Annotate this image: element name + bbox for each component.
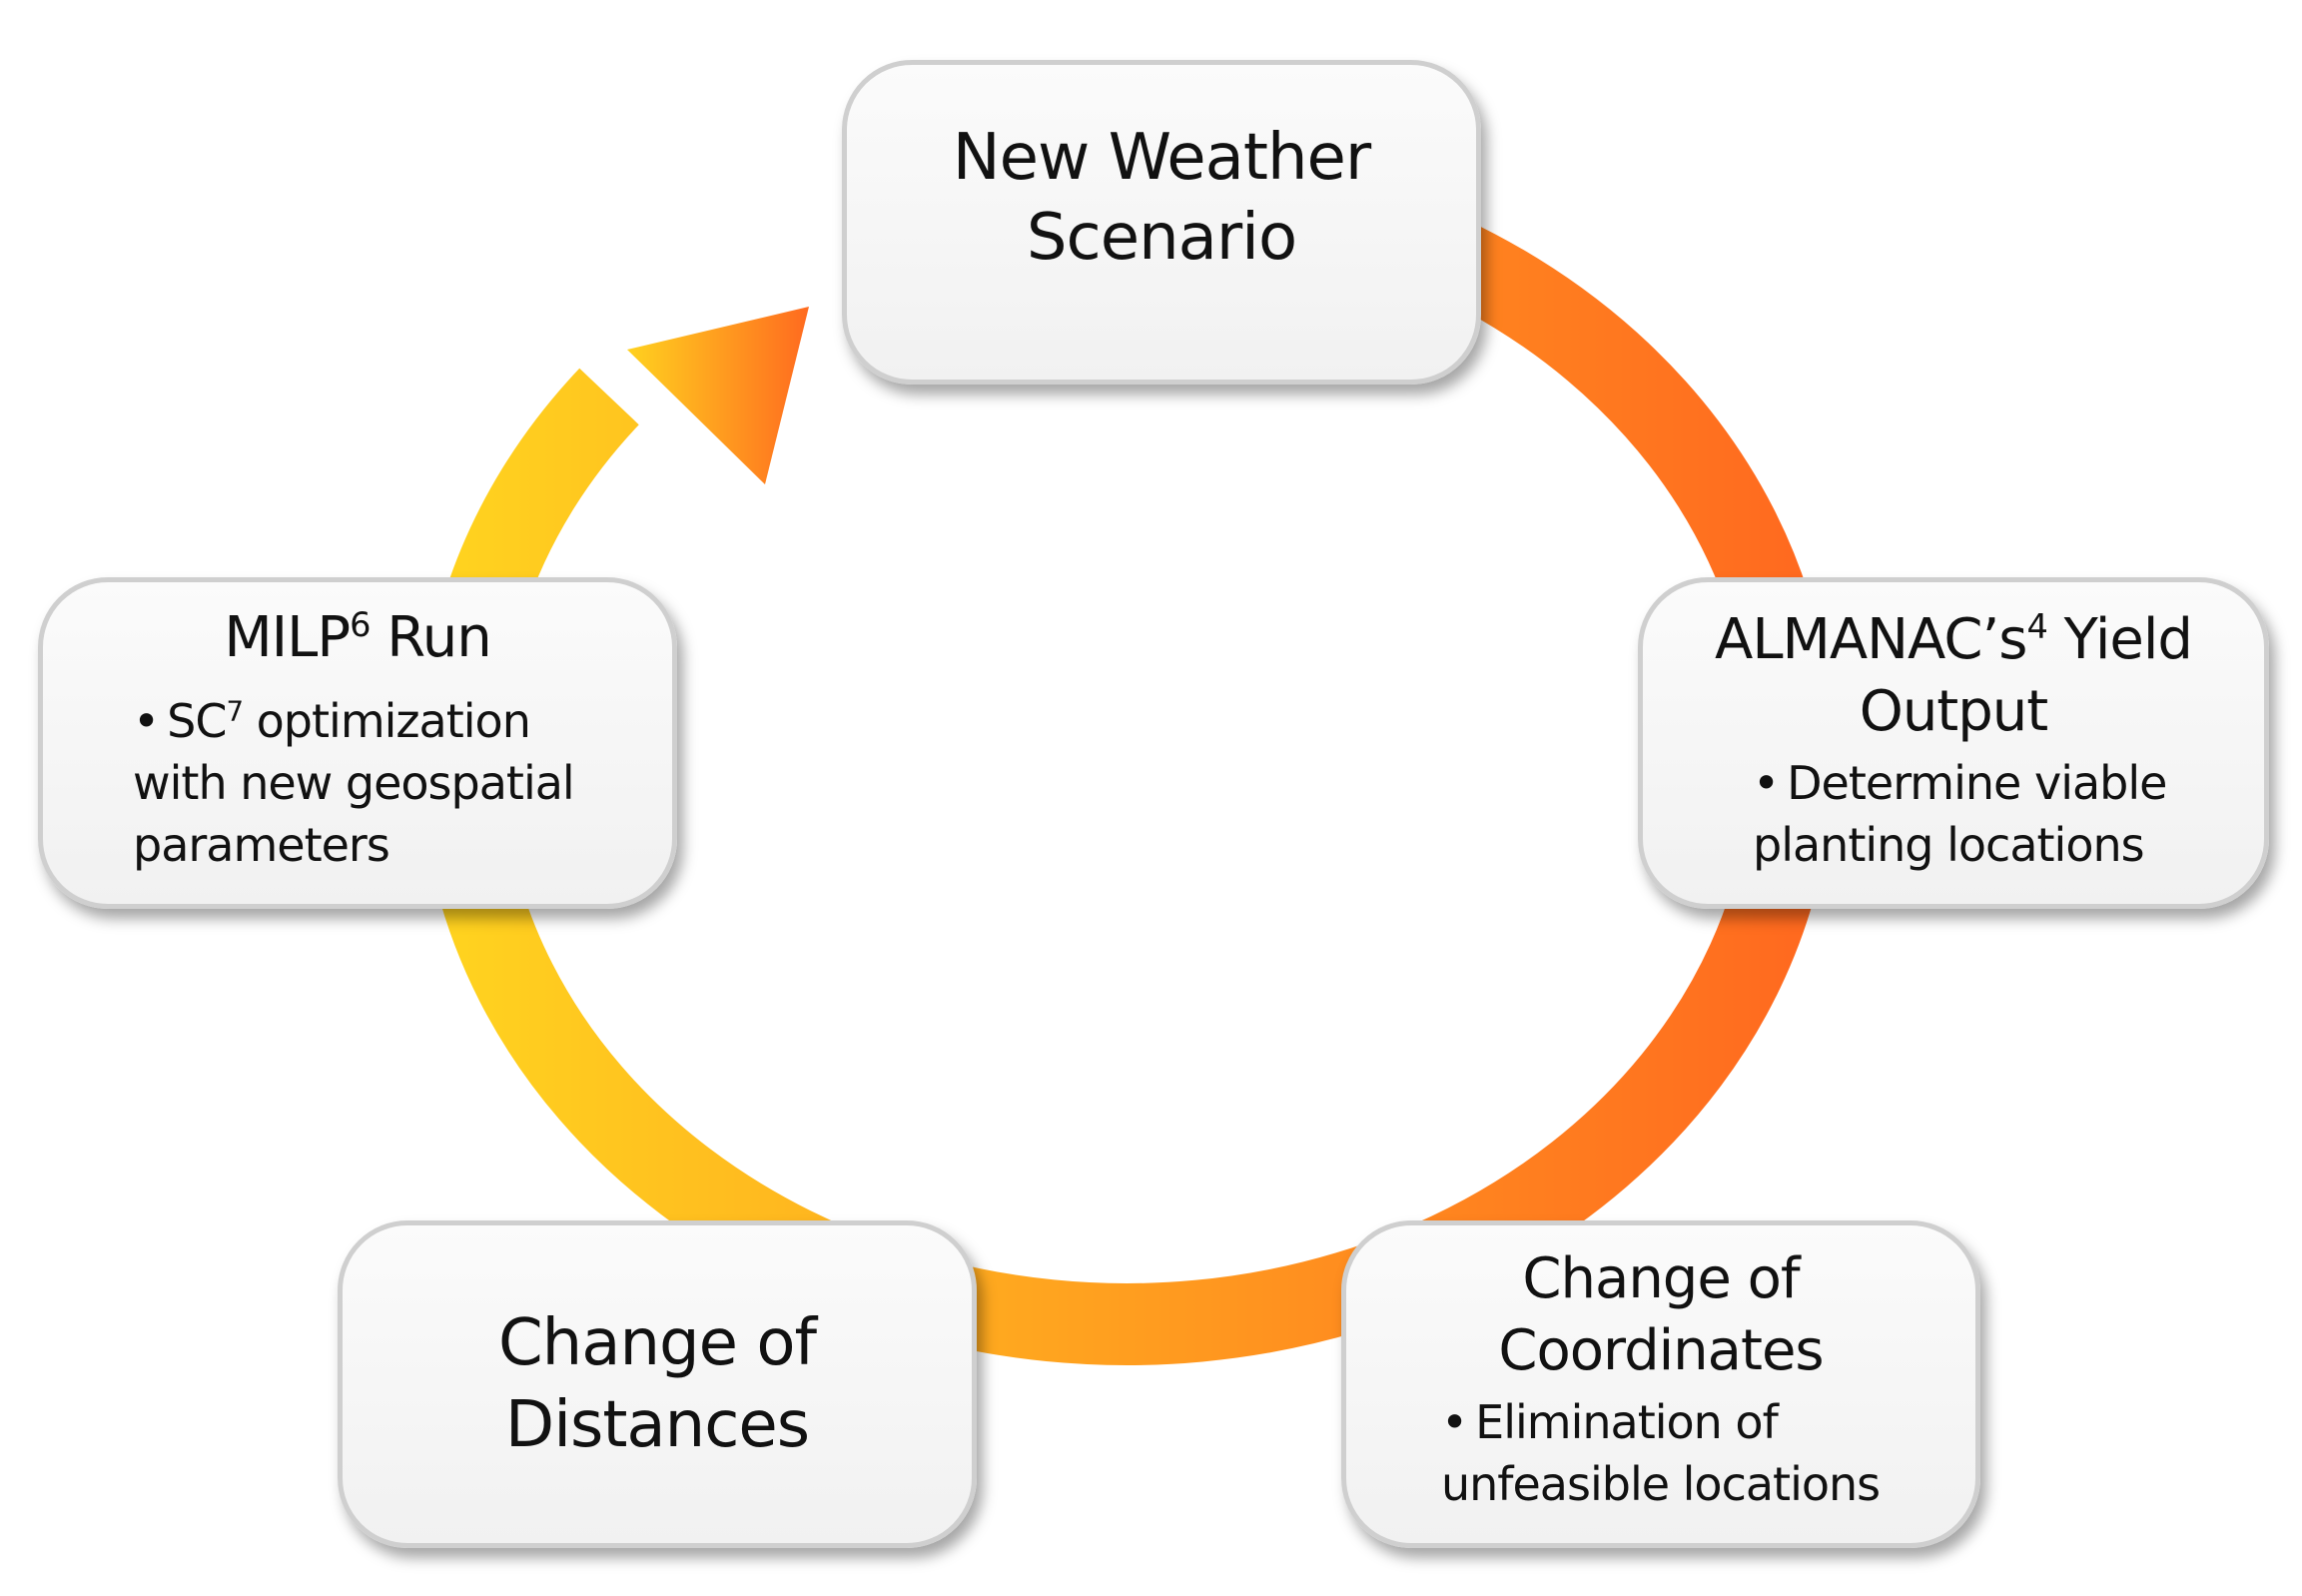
node-title: MILP6 Run (43, 602, 672, 674)
bullet-dot: • (1753, 756, 1780, 810)
node-bullet: •SC7 optimization with new geospatial pa… (133, 690, 652, 876)
bullet-text: Elimination of (1475, 1395, 1779, 1449)
cycle-arrowhead (627, 307, 809, 484)
footnote-marker: 4 (2026, 606, 2047, 646)
title-line: Change of (497, 1306, 817, 1380)
node-bullet: •Elimination of unfeasible locations (1441, 1391, 1975, 1515)
title-line: ALMANAC’s4 Yield (1643, 604, 2264, 676)
node-title: Change of Coordinates (1346, 1243, 1975, 1387)
bullet-line: •SC7 optimization (133, 690, 652, 752)
title-text: Yield (2046, 607, 2193, 672)
title-line: Output (1859, 679, 2049, 744)
node-title: New Weather Scenario (952, 118, 1371, 278)
title-line: MILP6 Run (43, 602, 672, 674)
bullet-text: optimization (243, 694, 531, 748)
node-change-of-distances: Change of Distances (338, 1220, 977, 1548)
title-line: Scenario (1026, 200, 1297, 275)
bullet-text: unfeasible locations (1441, 1457, 1881, 1511)
title-line: Distances (504, 1388, 810, 1462)
title-text: MILP (224, 605, 351, 670)
bullet-text: Determine viable (1787, 756, 2167, 810)
node-change-of-coordinates: Change of Coordinates •Elimination of un… (1341, 1220, 1980, 1548)
title-line: New Weather (952, 120, 1371, 195)
bullet-text: with new geospatial (133, 756, 575, 810)
node-title: Change of Distances (497, 1302, 817, 1466)
bullet-text: SC (167, 694, 227, 748)
node-almanac-yield-output: ALMANAC’s4 Yield Output •Determine viabl… (1638, 577, 2269, 909)
title-text: Run (370, 605, 491, 670)
bullet-line: •Elimination of (1441, 1391, 1975, 1453)
bullet-line: •Determine viable (1753, 752, 2264, 814)
node-milp-run: MILP6 Run •SC7 optimization with new geo… (38, 577, 677, 909)
bullet-dot: • (133, 694, 160, 748)
footnote-marker: 7 (226, 694, 244, 728)
bullet-dot: • (1441, 1395, 1468, 1449)
title-line: Change of (1522, 1246, 1800, 1311)
bullet-text: parameters (133, 818, 390, 872)
footnote-marker: 6 (350, 604, 371, 644)
node-new-weather-scenario: New Weather Scenario (842, 60, 1481, 385)
node-title: ALMANAC’s4 Yield Output (1643, 604, 2264, 748)
title-text: ALMANAC’s (1715, 607, 2027, 672)
title-line: Coordinates (1498, 1318, 1824, 1383)
bullet-text: planting locations (1753, 818, 2145, 872)
node-bullet: •Determine viable planting locations (1753, 752, 2264, 876)
